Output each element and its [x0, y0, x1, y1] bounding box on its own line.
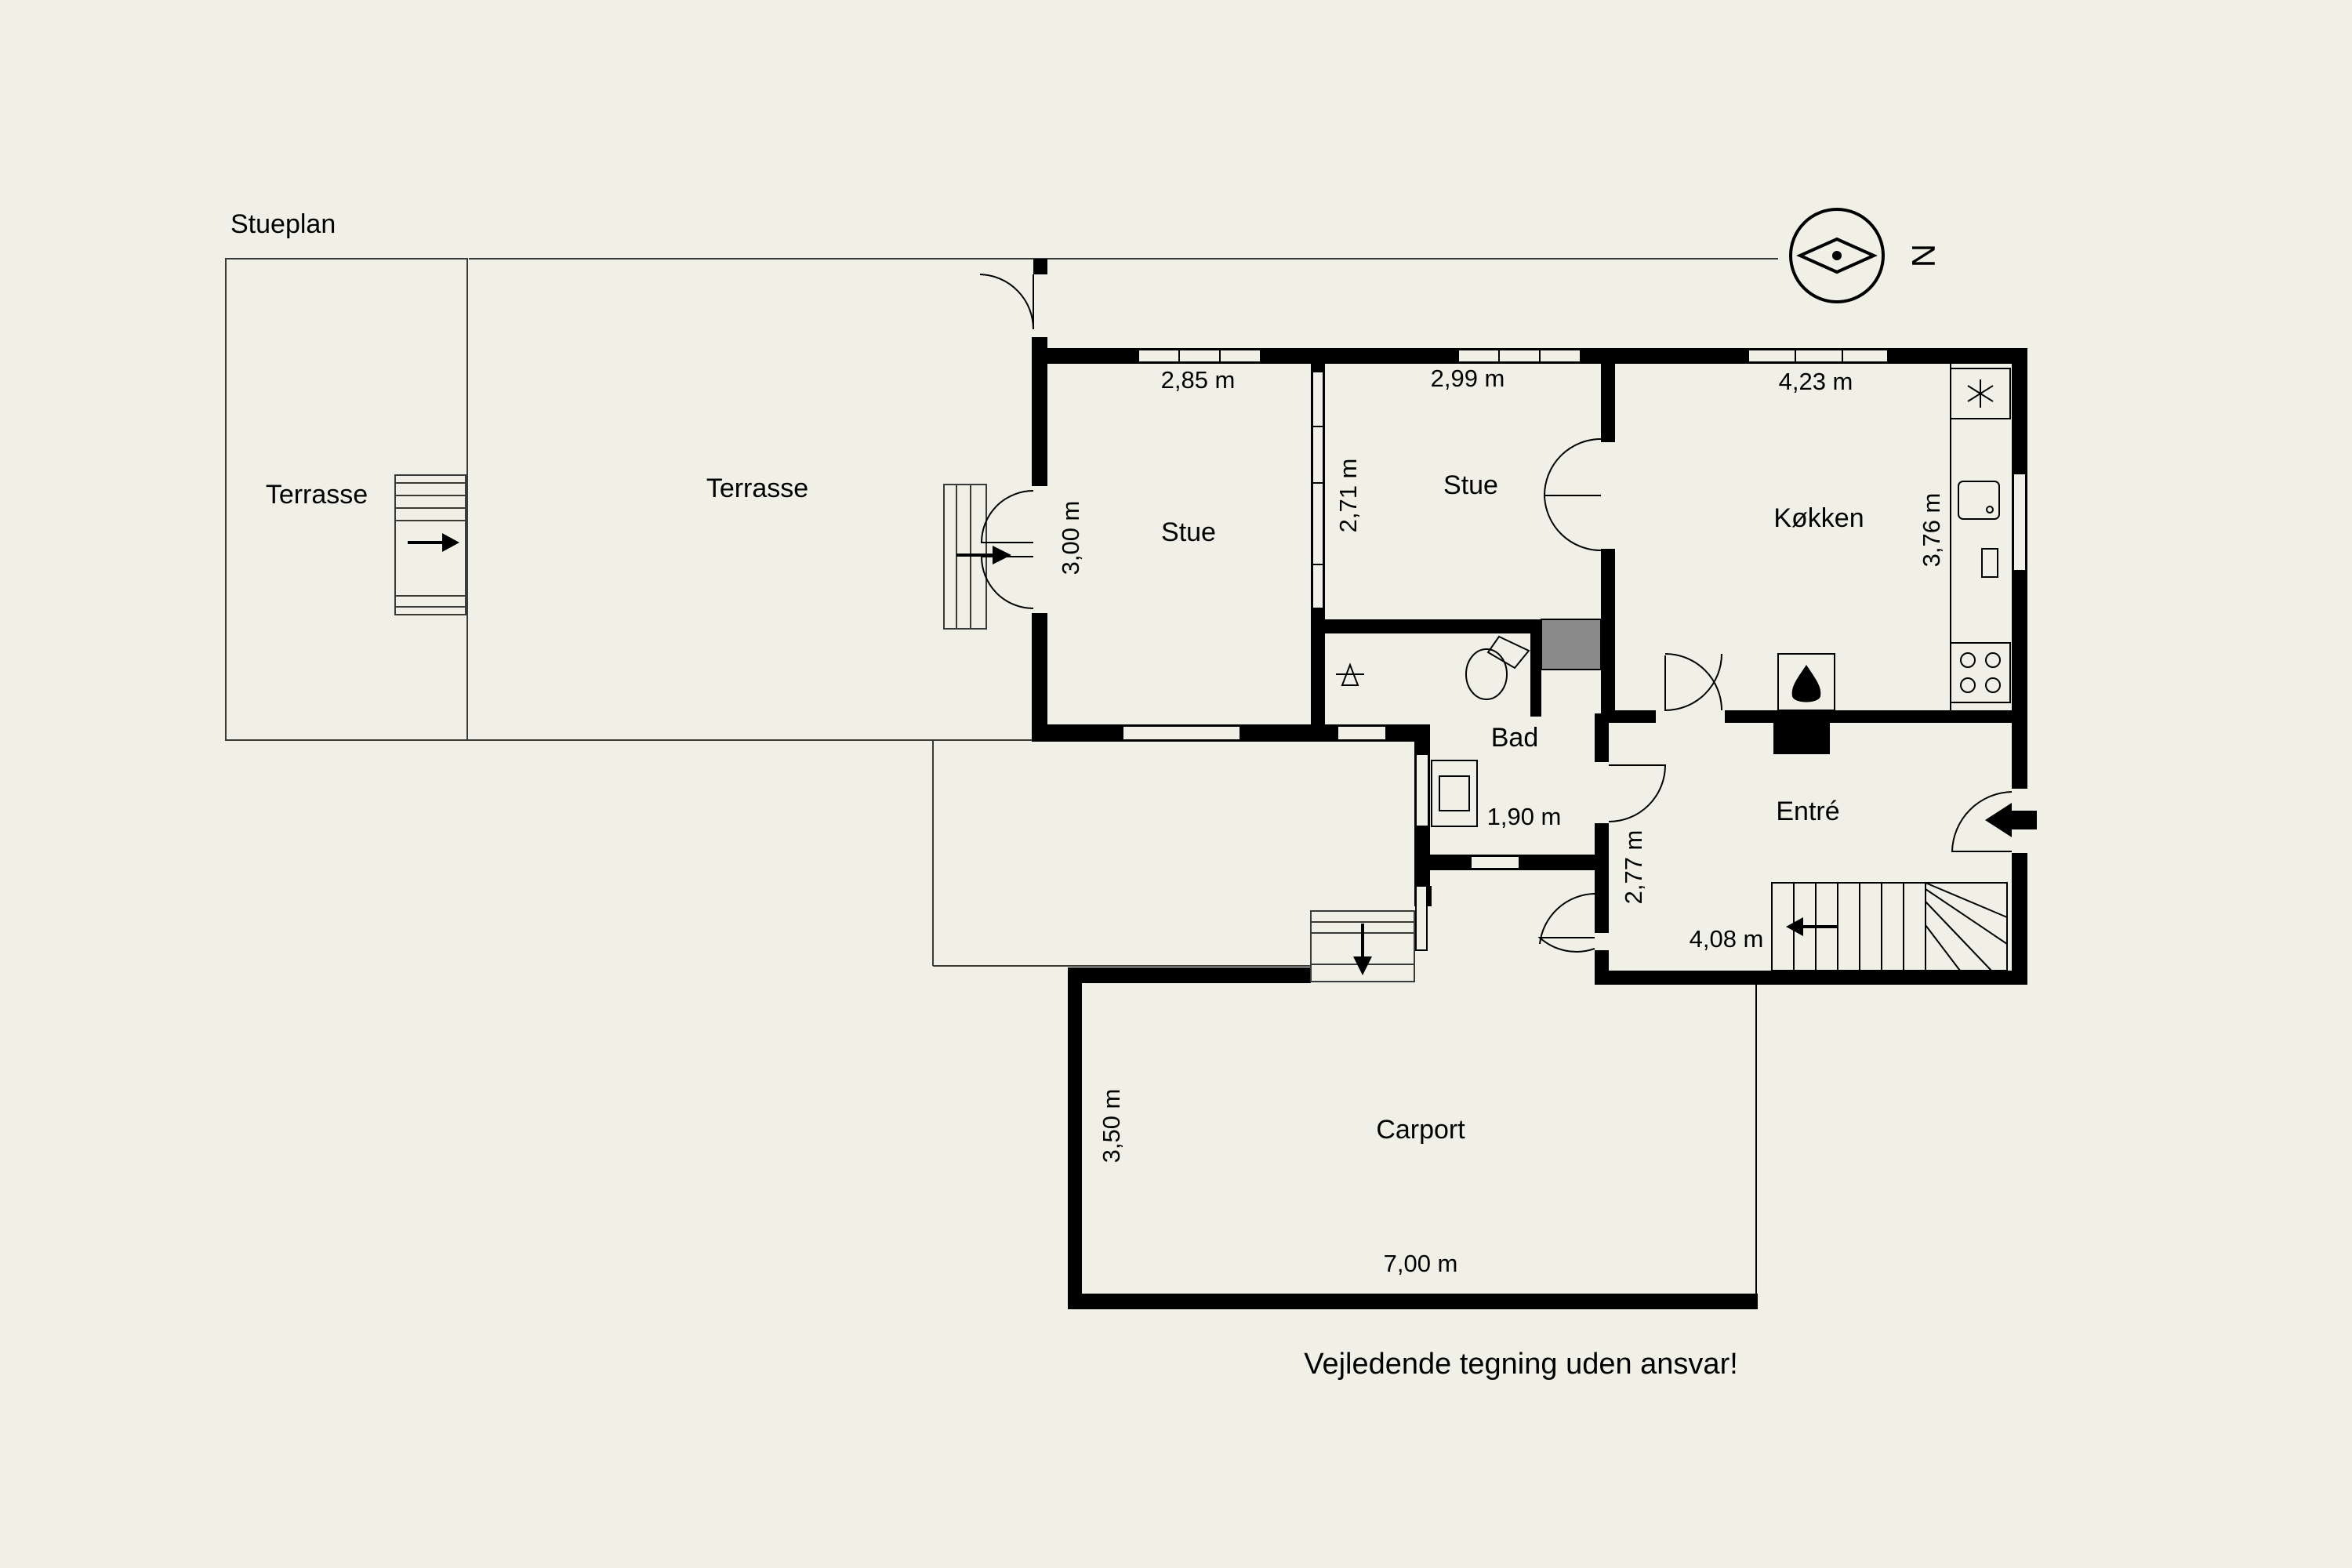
- arrow-down-icon: [1353, 956, 1372, 975]
- terraces: [225, 258, 1311, 967]
- arrow-right-icon: [993, 546, 1011, 564]
- dishwasher-icon: [1981, 548, 1998, 578]
- door-main-entrance[interactable]: [1951, 791, 2013, 852]
- compass-needle-icon: [1796, 237, 1878, 274]
- room-entre: Entré: [1776, 797, 1839, 826]
- door-kokken-upper[interactable]: [1543, 438, 1602, 496]
- bathroom-fixtures: [1336, 635, 1530, 827]
- sink-icon: [1958, 481, 2000, 520]
- terrace-steps-left: [394, 474, 466, 615]
- north-label: N: [1905, 244, 1942, 267]
- door-stue-lower[interactable]: [980, 556, 1034, 609]
- dim-kokken-depth: 3,76 m: [1918, 493, 1945, 568]
- compass-circle-icon: [1789, 208, 1885, 303]
- dim-bad-width: 1,90 m: [1487, 803, 1562, 830]
- room-terrasse-main: Terrasse: [706, 474, 808, 503]
- walls: [1032, 259, 2027, 1309]
- staircase: [1771, 882, 2008, 971]
- dim-stue-2-width: 2,99 m: [1431, 365, 1505, 392]
- arrow-left-icon: [1786, 917, 1803, 936]
- door-kokken-lower[interactable]: [1544, 495, 1602, 551]
- shaft: [1541, 619, 1602, 670]
- dim-stue-1-depth: 3,00 m: [1057, 501, 1084, 575]
- dim-stue-1-width: 2,85 m: [1161, 366, 1236, 394]
- dim-entre-depth: 2,77 m: [1620, 830, 1647, 905]
- door-bad[interactable]: [1608, 764, 1667, 822]
- disclaimer-text: Vejledende tegning uden ansvar!: [1304, 1348, 1738, 1381]
- toilet-icon: [1465, 648, 1508, 700]
- door-kokken-entre[interactable]: [1664, 653, 1722, 712]
- compass: N: [469, 208, 1942, 303]
- door-terrace-top[interactable]: [979, 274, 1034, 330]
- dim-stue-2-depth: 2,71 m: [1334, 459, 1362, 533]
- doors[interactable]: [979, 274, 2013, 953]
- plan-title: Stueplan: [230, 209, 336, 239]
- door-entre-carport[interactable]: [1537, 937, 1595, 953]
- room-stue-1: Stue: [1161, 517, 1216, 547]
- dim-carport-width: 7,00 m: [1384, 1250, 1458, 1277]
- carport-steps: [1310, 910, 1415, 982]
- kitchen-counter: [1950, 364, 2011, 710]
- room-kokken: Køkken: [1773, 503, 1864, 533]
- arrow-right-icon: [442, 533, 459, 552]
- dim-carport-depth: 3,50 m: [1098, 1089, 1125, 1163]
- sink-icon: [1431, 760, 1478, 827]
- room-terrasse-left: Terrasse: [266, 480, 368, 510]
- dim-entre-width: 4,08 m: [1690, 925, 1764, 953]
- entrance-arrow-icon: [1985, 803, 2037, 837]
- fireplace-icon: [1777, 653, 1835, 711]
- door-stue-upper[interactable]: [980, 490, 1034, 543]
- room-carport: Carport: [1376, 1115, 1465, 1145]
- freezer-icon: [1967, 379, 1994, 408]
- room-stue-2: Stue: [1443, 470, 1498, 500]
- room-bad: Bad: [1491, 723, 1539, 753]
- dim-kokken-width: 4,23 m: [1779, 368, 1853, 395]
- stove-icon: [1950, 642, 2011, 703]
- windows: [1122, 349, 2027, 951]
